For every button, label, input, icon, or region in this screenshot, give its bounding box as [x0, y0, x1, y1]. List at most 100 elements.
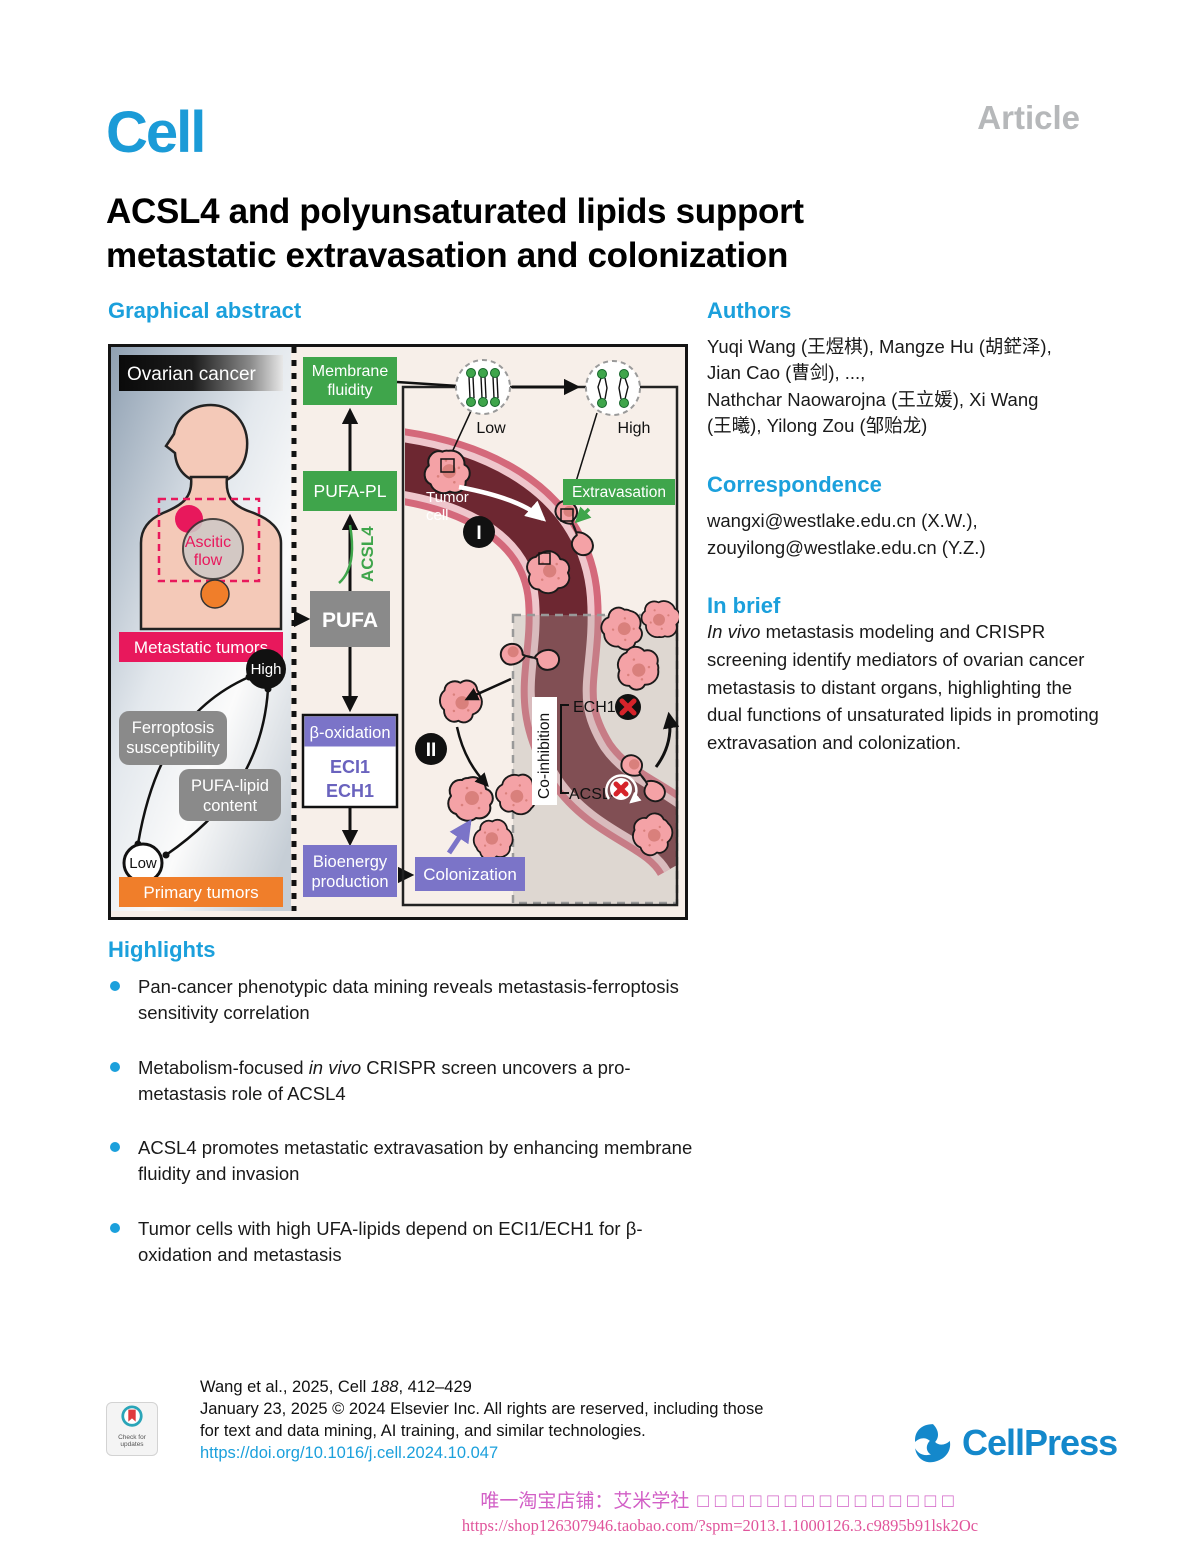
beta-oxidation-label: β-oxidation: [309, 724, 390, 742]
tumor-cell-label-2: cell: [426, 507, 449, 524]
highlight-item: Metabolism-focused in vivo CRISPR screen…: [108, 1055, 708, 1108]
correspondence-emails: wangxi@westlake.edu.cn (X.W.), zouyilong…: [707, 508, 1099, 561]
doi-link[interactable]: https://doi.org/10.1016/j.cell.2024.10.0…: [200, 1444, 499, 1463]
ferroptosis-label-1: Ferroptosis: [132, 719, 215, 737]
watermark-url[interactable]: https://shop126307946.taobao.com/?spm=20…: [461, 1515, 979, 1535]
extravasation-arrow: [574, 506, 592, 524]
high-node-label: High: [251, 661, 282, 678]
correspondence-email[interactable]: zouyilong@westlake.edu.cn (Y.Z.): [707, 536, 986, 558]
rights-line-1: January 23, 2025 © 2024 Elsevier Inc. Al…: [200, 1400, 764, 1419]
ascites-circle: [182, 518, 244, 580]
pufa-lipid-label-2: content: [203, 797, 258, 815]
correspondence-email[interactable]: wangxi@westlake.edu.cn (X.W.),: [707, 510, 978, 532]
cellpress-wordmark: CellPress: [962, 1422, 1118, 1463]
pufa-pl-box: [303, 471, 397, 511]
watermark-shop-line: 唯一淘宝店铺：艾米学社□□□□□□□□□□□□□□□: [480, 1491, 960, 1512]
authors-line: Nathchar Naowarojna (王立媛), Xi Wang: [707, 388, 1039, 410]
co-inhibition-bracket: [560, 704, 569, 794]
paper-title-line1: ACSL4 and polyunsaturated lipids support: [106, 192, 804, 231]
beta-oxidation-header: [304, 716, 396, 747]
highlights-list: Pan-cancer phenotypic data mining reveal…: [108, 974, 708, 1296]
pufa-pl-label: PUFA-PL: [314, 481, 387, 501]
graphical-abstract-figure: Ovarian cancer Ascitic flow Metastatic t…: [108, 344, 688, 920]
fluidity-high-label: High: [618, 420, 651, 437]
citation-block: Wang et al., 2025, Cell 188, 412–429 Jan…: [200, 1376, 763, 1464]
colonization-arrow: [446, 819, 472, 855]
acsl4-catalysis-curve: [338, 524, 354, 584]
step-two-circle: [415, 733, 447, 765]
zoom-square-1: [440, 458, 455, 473]
metastatic-tumors-label: Metastatic tumors: [134, 638, 268, 657]
ferroptosis-label-2: susceptibility: [126, 739, 220, 757]
membrane-fluidity-label-2: fluidity: [327, 382, 372, 399]
bullet-icon: [110, 1061, 120, 1072]
bullet-icon: [110, 1222, 120, 1233]
ovarian-cancer-label: Ovarian cancer: [127, 364, 257, 385]
bioenergy-label-2: production: [311, 873, 388, 891]
cellpress-swirl-icon: [915, 1424, 951, 1463]
pufa-lipid-box: [179, 769, 281, 821]
ascitic-flow-label-1: Ascitic: [185, 534, 231, 551]
authors-line: (王曦), Yilong Zou (邹贻龙): [707, 414, 928, 436]
bullet-icon: [110, 1142, 120, 1153]
flow-arrow: [458, 484, 547, 522]
bioenergy-box: [303, 845, 397, 897]
authors-list: Yuqi Wang (王煜棋), Mangze Hu (胡鋩泽), Jian C…: [707, 334, 1099, 439]
cellpress-logo: CellPress: [912, 1422, 1118, 1464]
correspondence-heading: Correspondence: [707, 472, 882, 498]
low-node-label: Low: [129, 855, 157, 872]
badge-label-1: Check for: [118, 1434, 146, 1441]
high-node: [246, 649, 286, 689]
fluidity-low-label: Low: [476, 420, 506, 437]
paper-title-line2: metastatic extravasation and colonizatio…: [106, 236, 789, 276]
pufa-label: PUFA: [322, 609, 378, 632]
in-brief-heading: In brief: [707, 592, 781, 618]
authors-line: Jian Cao (曹剑), ...,: [707, 362, 866, 384]
membrane-high-circle: [585, 360, 641, 416]
watermark-boxes: □□□□□□□□□□□□□□□: [697, 1491, 960, 1512]
pufa-box: [310, 591, 390, 647]
badge-label-2: updates: [120, 1441, 144, 1449]
primary-tumors-bar: [119, 877, 283, 907]
colonization-label: Colonization: [423, 865, 517, 884]
authors-heading: Authors: [707, 298, 792, 323]
step-one-label: I: [476, 523, 481, 544]
article-type-label: Article: [977, 99, 1080, 136]
rights-line-2: for text and data mining, AI training, a…: [200, 1422, 646, 1441]
membrane-low-circle: [455, 359, 511, 415]
fluidity-connector: [396, 380, 459, 388]
bullet-icon: [110, 981, 120, 991]
ascitic-flow-label-2: flow: [194, 552, 223, 569]
step-one-circle: [463, 516, 495, 548]
ferroptosis-box: [119, 711, 227, 765]
acsl4-block-icon: [605, 774, 642, 804]
check-for-updates-badge[interactable]: Check for updates: [106, 1402, 158, 1456]
membrane-fluidity-box: [303, 357, 397, 405]
blocked-extravasation-arrow: [654, 711, 679, 768]
primary-tumor-dot: [200, 579, 230, 609]
membrane-fluidity-label-1: Membrane: [312, 363, 389, 380]
trajectory-arrow-1: [464, 677, 512, 701]
graphical-abstract-heading: Graphical abstract: [108, 298, 302, 323]
cell-journal-logo: Cell: [106, 100, 206, 165]
bioenergy-label-1: Bioenergy: [313, 853, 388, 871]
co-inhibition-label-bg: [532, 697, 557, 805]
ech1-block-icon: [615, 694, 641, 720]
watermark: 唯一淘宝店铺：艾米学社□□□□□□□□□□□□□□□ https://shop1…: [250, 1489, 1190, 1537]
ovarian-cancer-bar: [119, 355, 283, 391]
zoom-square-3: [538, 552, 551, 565]
authors-line: Yuqi Wang (王煜棋), Mangze Hu (胡鋩泽),: [707, 336, 1052, 358]
check-updates-icon: [121, 1405, 143, 1427]
extravasation-box: [563, 479, 675, 505]
step-two-label: II: [426, 740, 437, 761]
paper-title: ACSL4 and polyunsaturated lipids support…: [106, 190, 1026, 278]
eci1-label: ECI1: [330, 757, 370, 777]
info-column: Authors Yuqi Wang (王煜棋), Mangze Hu (胡鋩泽)…: [707, 298, 1099, 757]
colonization-box: [415, 857, 525, 891]
primary-tumors-label: Primary tumors: [143, 883, 258, 902]
co-inhibition-label: Co-inhibition: [536, 713, 553, 799]
extravasation-label: Extravasation: [572, 484, 666, 501]
highlight-item: Tumor cells with high UFA-lipids depend …: [108, 1216, 708, 1269]
co-ech1-label: ECH1: [573, 699, 616, 716]
